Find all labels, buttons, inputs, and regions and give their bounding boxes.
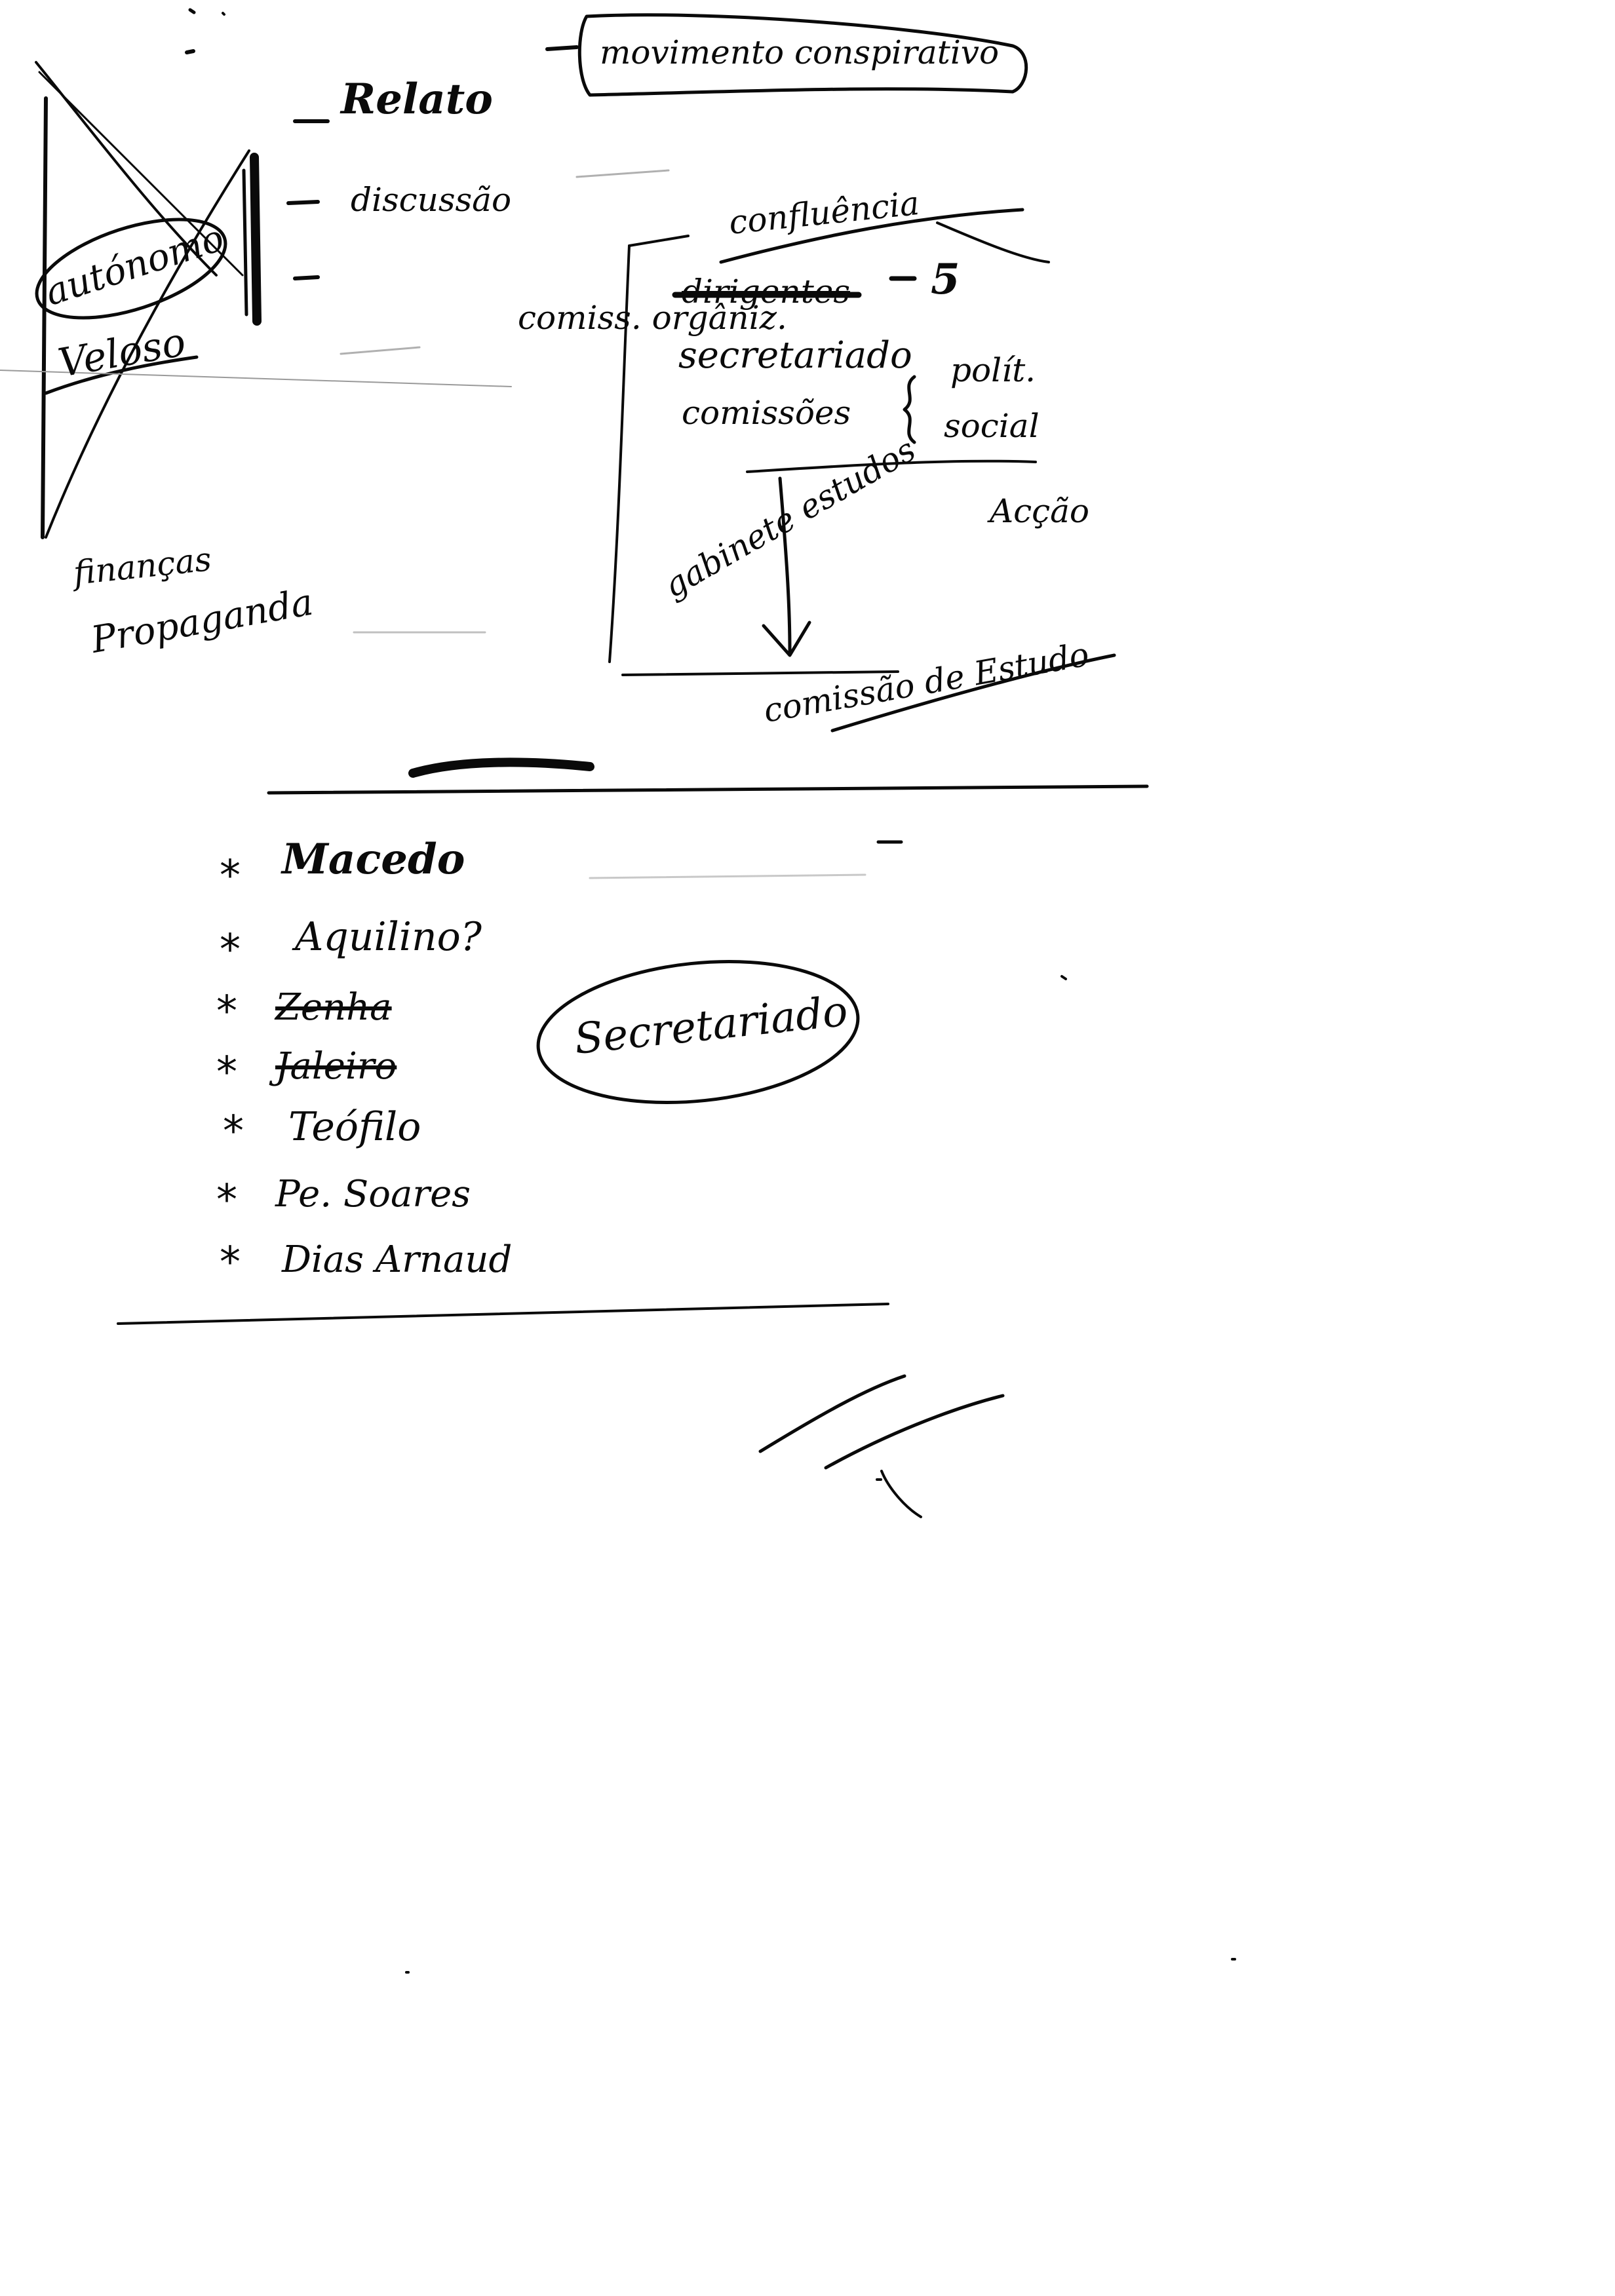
right-frame-bottom xyxy=(621,670,899,676)
bracket-bar xyxy=(250,153,262,326)
name-text: Pe. Soares xyxy=(275,1173,471,1215)
bullet-asterisk: * xyxy=(220,926,241,974)
title-box xyxy=(577,13,1028,97)
word-social: social xyxy=(944,407,1040,445)
bullet-asterisk: * xyxy=(223,1107,244,1156)
word-secretariado: secretariado xyxy=(678,334,912,377)
right-frame-top xyxy=(628,235,690,247)
word-comissao-organiz: comiss. orgâniz. xyxy=(518,299,787,337)
bullet-asterisk: * xyxy=(220,1238,241,1287)
word-comissoes: comissões xyxy=(682,394,851,432)
name-text: Macedo xyxy=(282,835,465,884)
bottom-rule xyxy=(117,1303,889,1325)
bullet-asterisk: * xyxy=(220,852,241,900)
word-dirigentes: dirigentes xyxy=(682,273,851,311)
number-5: 5 xyxy=(931,255,960,304)
curly-brace xyxy=(903,375,916,444)
left-box-vertical xyxy=(41,96,48,539)
down-arrow-head xyxy=(762,621,811,657)
down-arrow-shaft xyxy=(778,476,792,654)
secretariado-oval xyxy=(536,959,860,1105)
bullet-asterisk: * xyxy=(216,1048,237,1097)
name-text: Teófilo xyxy=(288,1104,421,1150)
word-polit: polít. xyxy=(950,351,1036,389)
left-box-diagonal-3 xyxy=(38,71,244,277)
autonomo-circle xyxy=(35,218,227,320)
name-text: Jaleiro xyxy=(275,1045,397,1088)
divider-line xyxy=(267,784,1149,795)
left-box-diagonal-2 xyxy=(45,149,250,539)
bullet-asterisk: * xyxy=(216,987,237,1036)
dash-discussao xyxy=(286,200,320,205)
word-discussao: discussão xyxy=(351,181,512,219)
bullet-asterisk: * xyxy=(216,1176,237,1225)
title-dash xyxy=(545,45,579,51)
name-text: Dias Arnaud xyxy=(282,1238,513,1281)
name-text: Zenha xyxy=(275,986,392,1029)
right-frame-left xyxy=(608,244,631,663)
word-relato: Relato xyxy=(341,75,493,124)
boxed-title-movimento: movimento conspirativo xyxy=(600,33,1000,71)
name-text: Aquilino? xyxy=(295,914,482,960)
word-accao: Acção xyxy=(990,492,1090,530)
dash-third xyxy=(293,275,320,280)
